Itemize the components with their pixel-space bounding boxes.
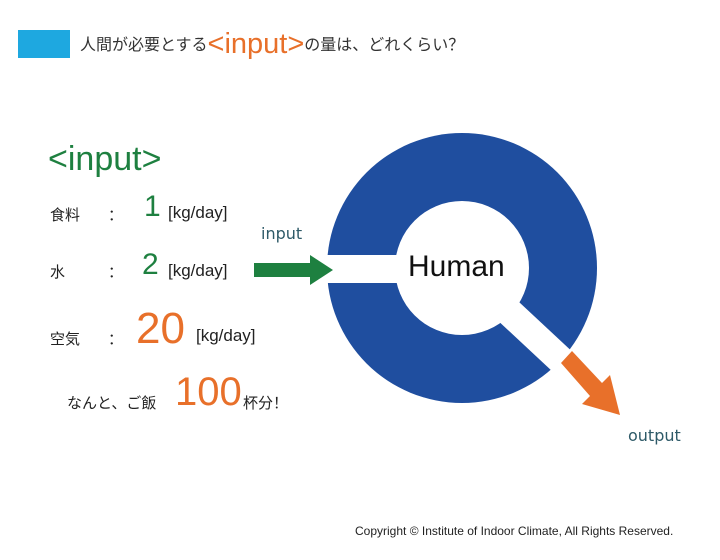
title-prefix: 人間が必要とする [80, 35, 208, 54]
row-label-air: 空気 [50, 330, 81, 348]
input-channel [320, 255, 462, 283]
human-label: Human [408, 250, 505, 283]
note-prefix: なんと、ご飯 [67, 394, 157, 412]
output-arrow [561, 351, 620, 415]
row-sep-air: ： [108, 330, 124, 348]
row-value-food: 1 [144, 190, 161, 223]
row-label-water: 水 [50, 263, 66, 281]
output-label: output [628, 426, 681, 445]
row-unit-food: [kg/day] [168, 203, 228, 222]
input-label: input [261, 224, 303, 243]
row-value-air: 20 [136, 304, 185, 353]
title-suffix: の量は、どれくらい？ [304, 35, 465, 54]
slide-title: 人間が必要とする<input>の量は、どれくらい？ [80, 30, 465, 59]
input-heading: <input> [48, 140, 162, 178]
row-label-food: 食料 [50, 206, 81, 224]
note-suffix: 杯分！ [243, 394, 289, 412]
row-sep-food: ： [108, 206, 124, 224]
title-highlight: <input> [207, 28, 305, 60]
row-unit-air: [kg/day] [196, 326, 256, 345]
row-sep-water: ： [108, 263, 124, 281]
row-value-water: 2 [142, 248, 159, 281]
input-arrow [254, 255, 333, 285]
copyright: Copyright © Institute of Indoor Climate,… [355, 524, 674, 538]
row-unit-water: [kg/day] [168, 261, 228, 280]
note-value: 100 [175, 370, 242, 414]
title-accent-box [18, 30, 70, 58]
